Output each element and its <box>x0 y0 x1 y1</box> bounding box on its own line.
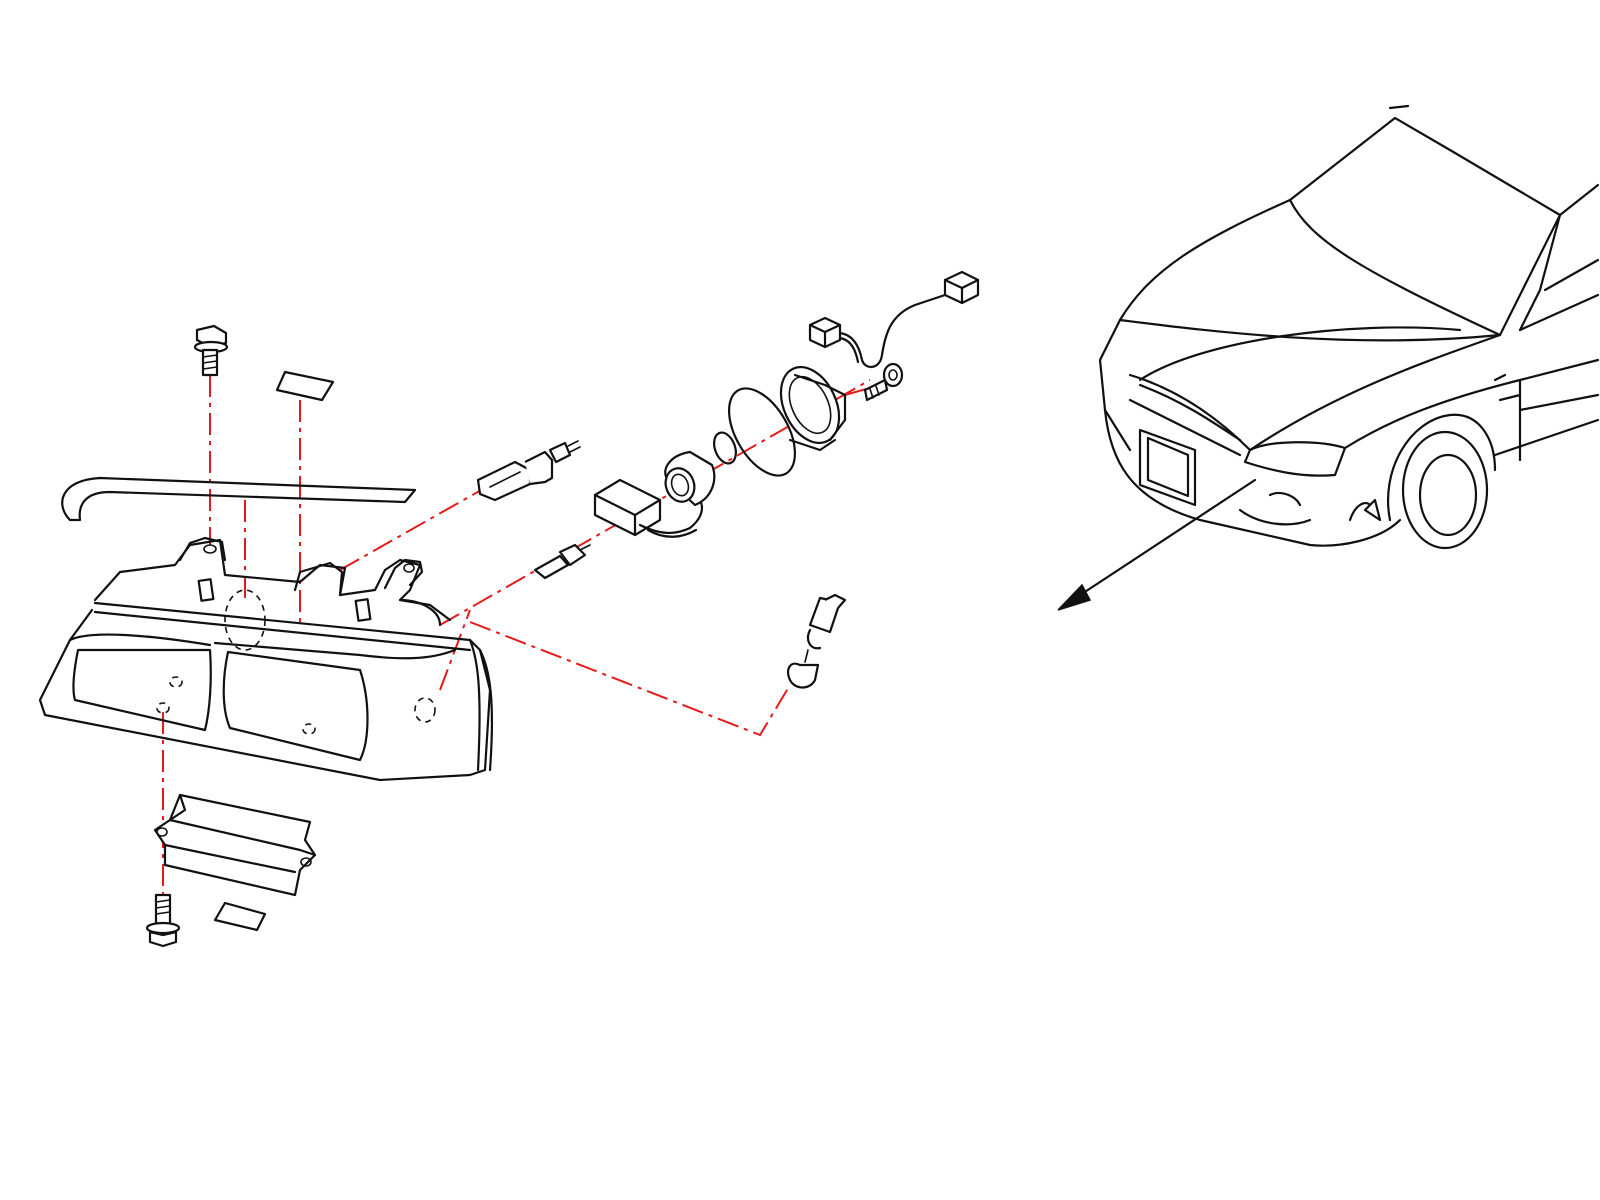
lower-bolt <box>145 893 181 948</box>
vehicle-locator <box>1057 104 1600 611</box>
upper-bolt <box>193 324 229 377</box>
leader-side-bulb <box>339 484 491 571</box>
o-ring <box>713 387 797 477</box>
seal-strip <box>61 476 417 522</box>
lower-bracket <box>153 793 317 897</box>
locator-arrow-line <box>1063 478 1257 607</box>
position-bulb <box>533 543 591 580</box>
leader-turn-signal <box>469 621 791 737</box>
lower-label <box>213 901 267 932</box>
car-front-wheel <box>1401 430 1489 550</box>
hidden-bulb-outline <box>224 589 266 651</box>
cap-screw <box>863 362 904 402</box>
wire-harness <box>808 270 980 368</box>
upper-label <box>275 370 335 402</box>
headlamp-housing <box>38 536 494 782</box>
car-roofline <box>1388 104 1410 110</box>
locator-arrow-head <box>1057 583 1092 611</box>
turn-signal-bulb <box>786 593 847 689</box>
side-bulb-socket <box>476 440 581 502</box>
hid-bulb <box>664 450 716 507</box>
bulb-retainer-cap <box>779 366 847 452</box>
ballast-unit <box>593 478 704 538</box>
